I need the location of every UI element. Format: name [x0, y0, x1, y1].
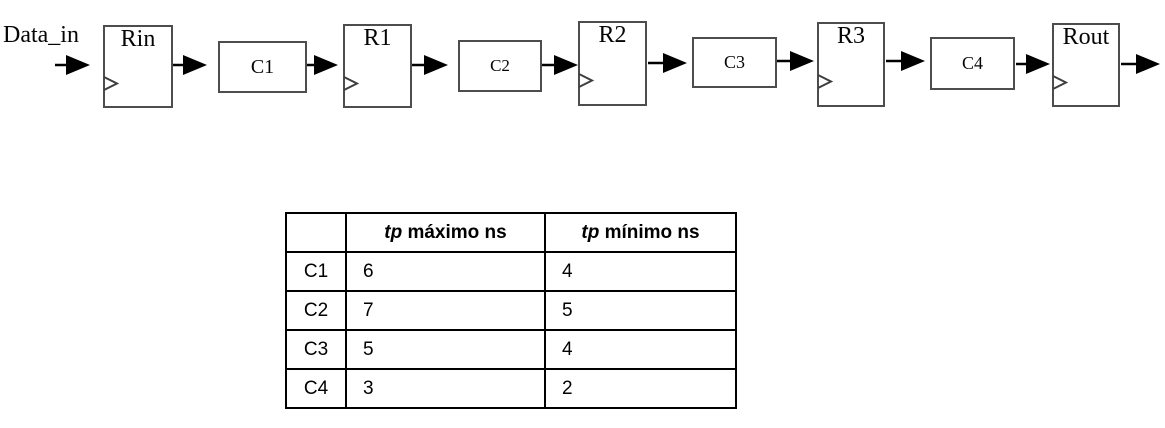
col-header-text: mínimo ns [604, 222, 700, 243]
data-in-label: Data_in [3, 22, 79, 48]
tp-min-value: 4 [544, 251, 737, 292]
register-label: Rin [120, 26, 156, 52]
block-label: C3 [723, 52, 745, 72]
tp-max-value: 7 [345, 290, 546, 331]
block-label: C1 [250, 55, 275, 78]
tp-max-value: 5 [345, 329, 546, 370]
table-header-row: tp máximo ns tp mínimo ns [285, 212, 737, 253]
arrow-icon [648, 53, 687, 73]
col-header-tp-max: tp máximo ns [345, 212, 546, 253]
clock-input-icon [578, 73, 595, 89]
tp-min-value: 2 [544, 368, 737, 409]
tp-min-value: 5 [544, 290, 737, 331]
table-row: C2 7 5 [285, 290, 737, 331]
arrow-icon [886, 51, 925, 71]
tp-min-value: 4 [544, 329, 737, 370]
col-header-tp-min: tp mínimo ns [544, 212, 737, 253]
table-row: C3 5 4 [285, 329, 737, 370]
table-row: C1 6 4 [285, 251, 737, 292]
table-row: C4 3 2 [285, 368, 737, 409]
row-label: C1 [285, 251, 347, 292]
tp-symbol: tp [384, 222, 403, 243]
arrow-icon [1121, 54, 1160, 74]
arrow-icon [172, 55, 207, 75]
arrow-icon [412, 55, 448, 75]
arrow-icon [1016, 54, 1050, 74]
col-header-text: máximo ns [407, 222, 507, 243]
register-rin: Rin [103, 25, 173, 108]
register-label: R1 [363, 25, 392, 51]
clock-input-icon [817, 74, 834, 90]
block-label: C4 [961, 53, 983, 73]
block-c4: C4 [930, 37, 1015, 90]
tp-table: tp máximo ns tp mínimo ns C1 6 4 C2 7 5 … [285, 212, 737, 409]
block-c2: C2 [458, 40, 542, 92]
table-corner-cell [285, 212, 347, 253]
clock-input-icon [103, 76, 120, 91]
row-label: C2 [285, 290, 347, 331]
row-label: C4 [285, 368, 347, 409]
block-label: C2 [490, 56, 510, 75]
clock-input-icon [1052, 74, 1069, 90]
arrow-icon [306, 55, 338, 75]
arrow-icon [776, 51, 814, 71]
block-c3: C3 [692, 37, 777, 88]
register-r1: R1 [343, 24, 412, 108]
clock-input-icon [343, 75, 360, 91]
register-label: R3 [836, 23, 865, 49]
arrow-icon [55, 55, 90, 75]
row-label: C3 [285, 329, 347, 370]
register-r2: R2 [578, 21, 647, 106]
register-label: R2 [598, 22, 627, 48]
arrow-icon [542, 55, 578, 75]
register-r3: R3 [817, 22, 885, 107]
tp-symbol: tp [581, 222, 600, 243]
pipeline-diagram: Data_in Rin R1 R2 R3 [0, 0, 1165, 135]
register-rout: Rout [1052, 23, 1120, 107]
tp-max-value: 6 [345, 251, 546, 292]
register-label: Rout [1062, 24, 1110, 50]
block-c1: C1 [218, 41, 307, 93]
tp-max-value: 3 [345, 368, 546, 409]
